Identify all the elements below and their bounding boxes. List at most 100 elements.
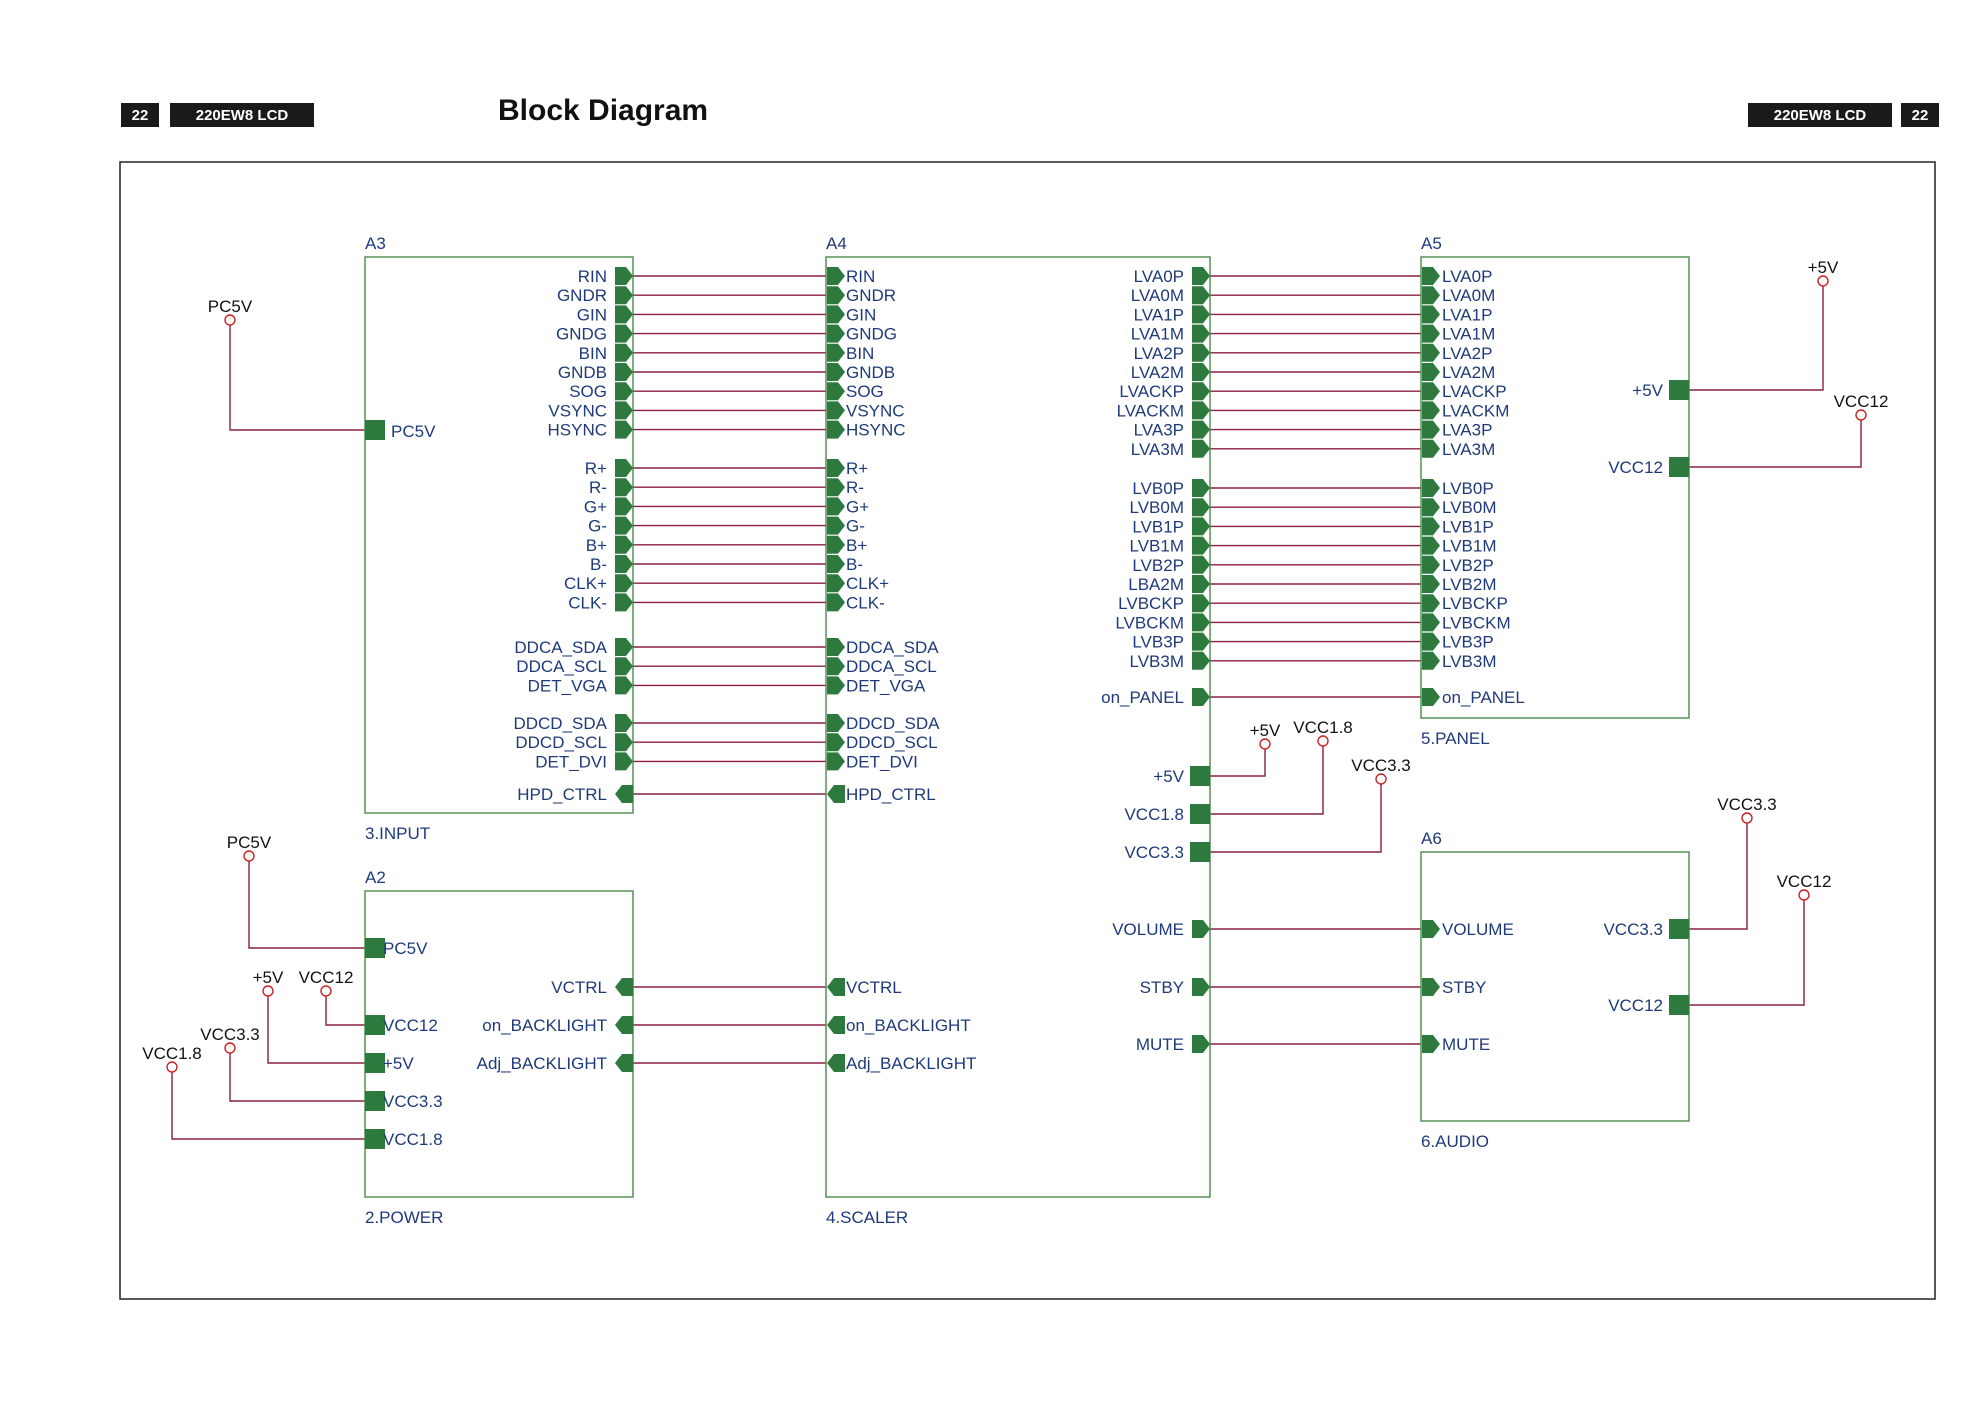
input-signal-label-9: R+ <box>585 459 607 478</box>
input-signal-label-7: VSYNC <box>548 401 607 420</box>
input-pin-9 <box>615 459 633 477</box>
panel-signal-label-17: LVBCKM <box>1442 613 1511 632</box>
input-signal-label-23: HPD_CTRL <box>517 785 607 804</box>
input-pc5v-rail-label: PC5V <box>208 297 253 316</box>
scaler-in-signal-label-0: RIN <box>846 267 875 286</box>
panel-power-pin-label-1: VCC12 <box>1608 458 1663 477</box>
wire-scaler-power-2 <box>1210 779 1382 853</box>
scaler-out-signal-label-12: LVB1P <box>1132 517 1184 536</box>
panel-power-rail-1-power-marker <box>1855 409 1867 421</box>
scaler-in-pin-2 <box>827 305 845 324</box>
scaler-in-signal-label-10: R- <box>846 478 864 497</box>
page-number-right: 22 <box>1901 103 1939 127</box>
scaler-in-signal-label-7: VSYNC <box>846 401 905 420</box>
model-badge-right: 220EW8 LCD <box>1748 103 1892 127</box>
scaler-in-signal-label-20: DDCD_SDA <box>846 714 940 733</box>
input-signal-label-18: DDCA_SCL <box>516 657 607 676</box>
input-signal-label-15: CLK+ <box>564 574 607 593</box>
power-block-rail-3-label: VCC3.3 <box>200 1025 260 1044</box>
input-signal-label-22: DET_DVI <box>535 752 607 771</box>
power-block-rail-3-power-marker <box>224 1042 236 1054</box>
power-block-rail-4-label: VCC1.8 <box>142 1044 202 1063</box>
panel-name: 5.PANEL <box>1421 729 1490 748</box>
input-signal-label-2: GIN <box>577 305 607 324</box>
scaler-out-pin-9 <box>1192 439 1210 458</box>
scaler-power-pin-0 <box>1190 766 1210 786</box>
panel-signal-label-8: LVA3P <box>1442 421 1492 440</box>
scaler-in-pin-8 <box>827 420 845 439</box>
scaler-power-pin-label-2: VCC3.3 <box>1124 843 1184 862</box>
scaler-power-rail-1-label: VCC1.8 <box>1293 718 1353 737</box>
scaler-in-signal-label-23: HPD_CTRL <box>846 785 936 804</box>
scaler-in-signal-label-2: GIN <box>846 305 876 324</box>
panel-signal-label-3: LVA1M <box>1442 325 1495 344</box>
scaler-out-signal-label-6: LVACKP <box>1119 382 1184 401</box>
page-number-left: 22 <box>121 103 159 127</box>
scaler-out-signal-label-1: LVA0M <box>1131 286 1184 305</box>
scaler-out-signal-label-11: LVB0M <box>1130 498 1185 517</box>
scaler-out-signal-label-14: LVB2P <box>1132 556 1184 575</box>
scaler-in-pin-22 <box>827 752 845 771</box>
panel-signal-label-6: LVACKP <box>1442 382 1507 401</box>
panel-pin-12 <box>1422 517 1440 536</box>
power-block-pin-label-2: +5V <box>383 1054 414 1073</box>
scaler-out-pin-4 <box>1192 343 1210 362</box>
panel-signal-label-12: LVB1P <box>1442 517 1494 536</box>
scaler-power-signal-label-0: VCTRL <box>846 978 902 997</box>
power-block-rail-1-power-marker <box>320 985 332 997</box>
input-signal-label-21: DDCD_SCL <box>515 733 607 752</box>
input-pin-3 <box>615 324 633 343</box>
scaler-power-rail-2-label: VCC3.3 <box>1351 756 1411 775</box>
wire-power-rail-1 <box>325 991 365 1026</box>
scaler-audio-label-1: STBY <box>1140 978 1184 997</box>
scaler-out-signal-label-2: LVA1P <box>1134 305 1184 324</box>
panel-signal-label-11: LVB0M <box>1442 498 1497 517</box>
scaler-in-signal-label-13: B+ <box>846 536 867 555</box>
scaler-out-signal-label-0: LVA0P <box>1134 267 1184 286</box>
scaler-out-pin-7 <box>1192 401 1210 420</box>
scaler-in-pin-17 <box>827 638 845 656</box>
power-block-rail-4-power-marker <box>166 1061 178 1073</box>
scaler-out-pin-19 <box>1192 651 1210 670</box>
wire-power-rail-4 <box>171 1067 365 1140</box>
power-signal-label-2: Adj_BACKLIGHT <box>477 1054 607 1073</box>
input-pin-23 <box>615 785 633 803</box>
scaler-in-pin-20 <box>827 714 845 732</box>
panel-pin-19 <box>1422 651 1440 670</box>
panel-power-rail-0-label: +5V <box>1808 258 1839 277</box>
scaler-out-signal-label-3: LVA1M <box>1131 325 1184 344</box>
power-block-pin-3 <box>365 1091 385 1111</box>
scaler-out-pin-8 <box>1192 420 1210 439</box>
panel-signal-label-1: LVA0M <box>1442 286 1495 305</box>
scaler-in-pin-11 <box>827 497 845 516</box>
panel-pin-1 <box>1422 286 1440 305</box>
scaler-in-pin-3 <box>827 324 845 343</box>
scaler-out-pin-3 <box>1192 324 1210 343</box>
panel-pin-7 <box>1422 401 1440 420</box>
panel-signal-label-13: LVB1M <box>1442 537 1497 556</box>
input-pin-0 <box>615 267 633 285</box>
scaler-out-pin-13 <box>1192 536 1210 555</box>
scaler-power-rail-1-power-marker <box>1317 735 1329 747</box>
scaler-in-pin-21 <box>827 733 845 752</box>
input-signal-label-12: G- <box>588 517 607 536</box>
scaler-in-pin-5 <box>827 363 845 381</box>
scaler-in-pin-23 <box>827 785 845 803</box>
input-signal-label-16: CLK- <box>568 593 607 612</box>
power-block-pin-4 <box>365 1129 385 1149</box>
panel-pin-4 <box>1422 343 1440 362</box>
panel-pin-2 <box>1422 305 1440 324</box>
wire-panel-power-1 <box>1689 415 1862 468</box>
panel-pin-10 <box>1422 479 1440 497</box>
input-pin-19 <box>615 676 633 695</box>
input-pin-20 <box>615 714 633 732</box>
input-signal-label-6: SOG <box>569 382 607 401</box>
input-pin-17 <box>615 638 633 656</box>
input-signal-label-13: B+ <box>586 536 607 555</box>
panel-signal-label-0: LVA0P <box>1442 267 1492 286</box>
input-pin-6 <box>615 382 633 401</box>
scaler-out-pin-10 <box>1192 479 1210 497</box>
panel-signal-label-16: LVBCKP <box>1442 594 1508 613</box>
scaler-in-pin-10 <box>827 478 845 497</box>
panel-pin-3 <box>1422 324 1440 343</box>
